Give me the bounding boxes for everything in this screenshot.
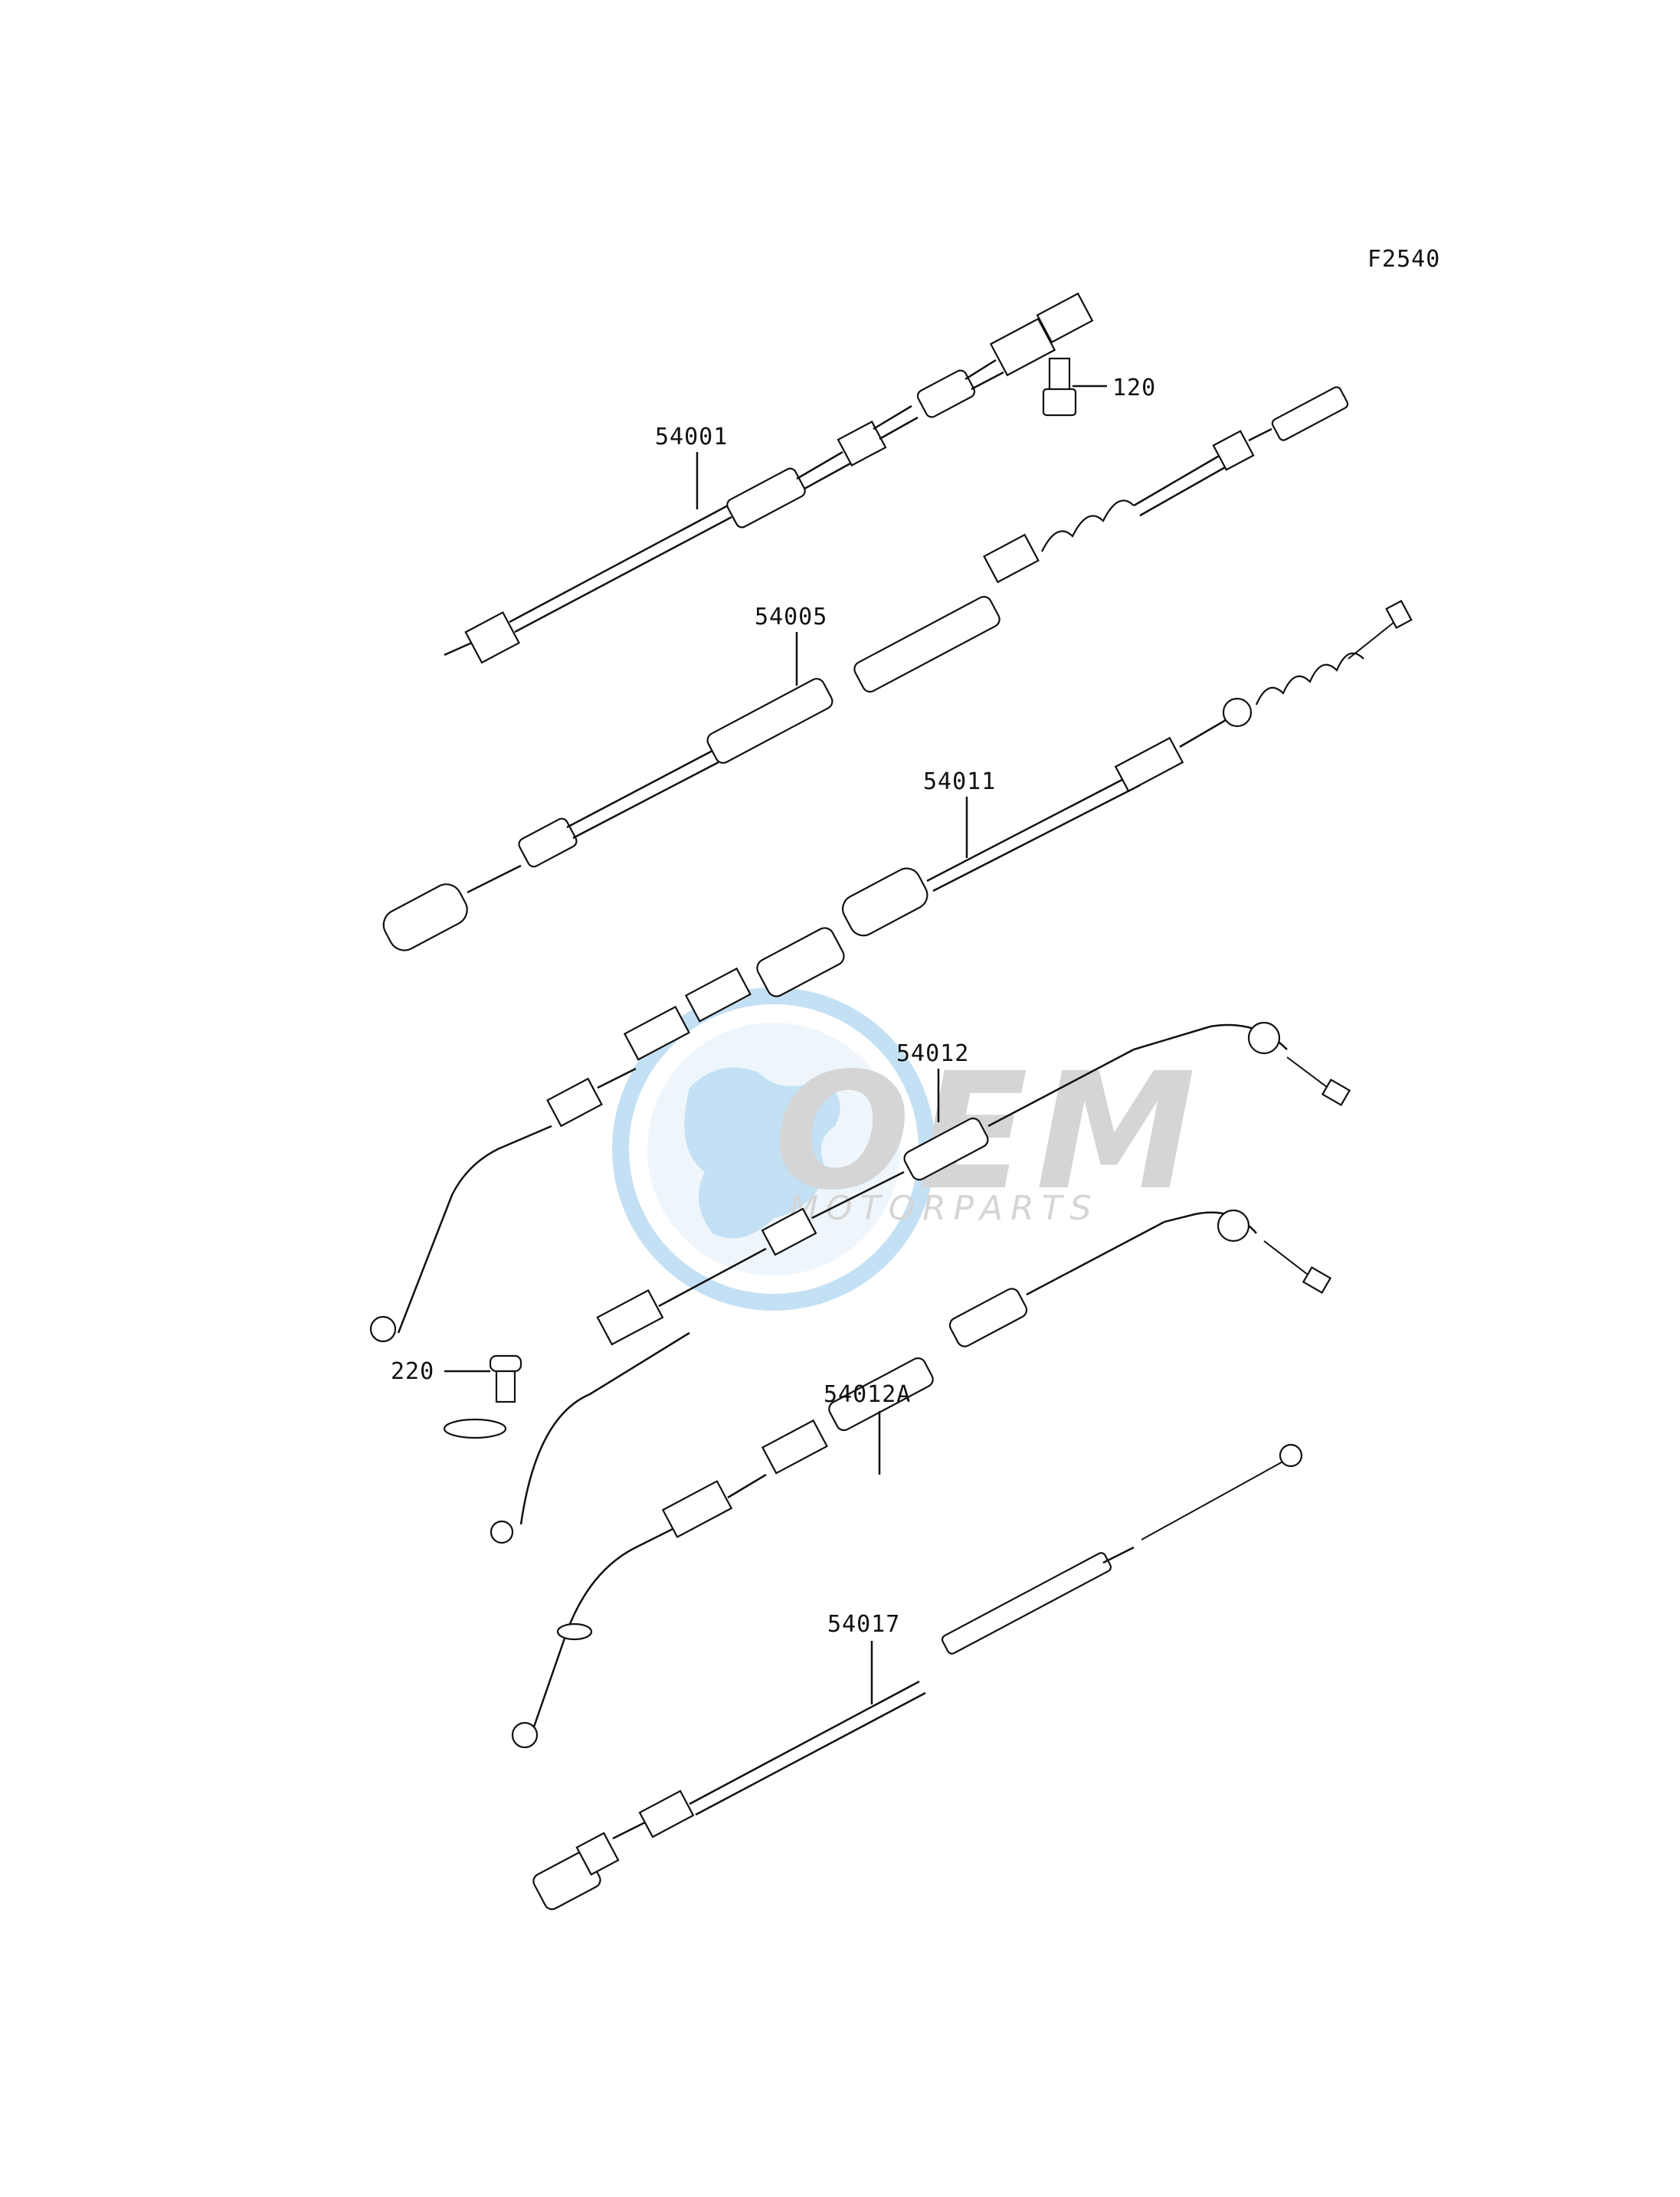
throttle-cable-54012A xyxy=(511,1209,1332,1749)
watermark-tagline: MOTORPARTS xyxy=(789,1189,1099,1228)
screw-220: 220 xyxy=(391,1354,522,1403)
svg-text:54012: 54012 xyxy=(896,1040,969,1067)
label-54012A: 54012A xyxy=(824,1381,911,1475)
svg-text:54005: 54005 xyxy=(755,604,827,630)
choke-cable xyxy=(532,1443,1303,1911)
svg-text:54011: 54011 xyxy=(923,768,996,795)
label-54001: 54001 xyxy=(655,424,728,509)
throttle-cable-54012 xyxy=(443,1021,1351,1544)
figure-code: F2540 xyxy=(1367,246,1440,273)
label-54017: 54017 xyxy=(827,1611,900,1704)
speedometer-cable xyxy=(444,292,1094,664)
svg-text:220: 220 xyxy=(391,1358,434,1385)
clutch-cable xyxy=(382,386,1349,951)
svg-text:54017: 54017 xyxy=(827,1611,900,1638)
throttle-cable xyxy=(369,599,1413,1343)
svg-text:120: 120 xyxy=(1112,375,1156,401)
svg-text:54012A: 54012A xyxy=(824,1381,911,1408)
svg-text:54001: 54001 xyxy=(655,424,728,450)
bolt-120: 120 xyxy=(1042,357,1156,417)
label-54005: 54005 xyxy=(755,604,827,686)
label-54012: 54012 xyxy=(896,1040,969,1122)
label-54011: 54011 xyxy=(923,768,996,858)
